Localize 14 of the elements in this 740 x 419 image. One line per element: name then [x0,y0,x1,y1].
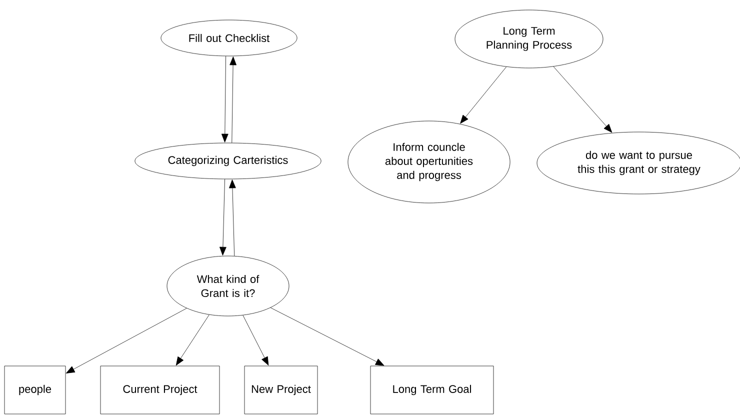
arrow [242,315,269,366]
arrow [460,66,507,124]
process-box: Current Project [100,366,220,414]
arrow [270,308,384,366]
arrow [66,308,187,374]
arrow [219,178,226,256]
process-box: people [4,366,66,414]
process-box: New Project [244,366,318,414]
arrow [176,314,210,366]
arrow [221,56,228,142]
arrow [229,180,236,256]
process-box: Long Term Goal [370,366,494,414]
arrow [553,66,612,133]
arrow [230,56,237,143]
